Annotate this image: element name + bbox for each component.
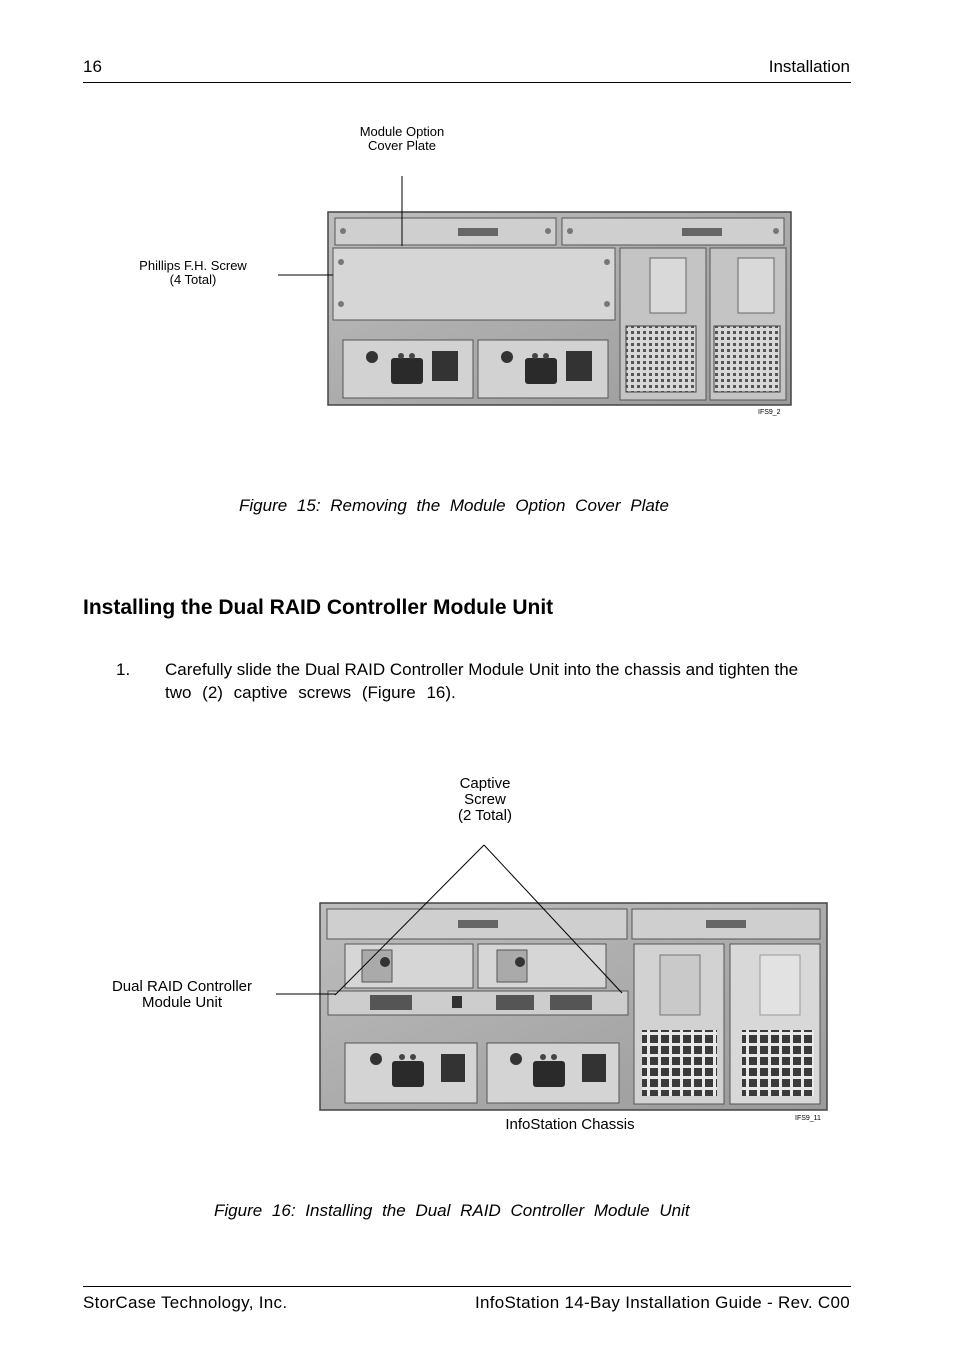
- figure15-callout-cover-plate: Module Option Cover Plate: [342, 125, 462, 153]
- figure16-callout-captive-screw: Captive Screw (2 Total): [430, 776, 540, 824]
- figure16-captive-leader-left: [334, 844, 485, 996]
- figure16-chassis-photo: [319, 902, 828, 1111]
- footer-company: StorCase Technology, Inc.: [83, 1293, 288, 1312]
- step-text: Carefully slide the Dual RAID Controller…: [165, 658, 851, 704]
- section-heading: Installing the Dual RAID Controller Modu…: [83, 596, 554, 619]
- callout-line: Captive: [459, 775, 511, 792]
- step-text-line: two (2) captive screws (Figure 16).: [165, 683, 456, 702]
- step-number: 1.: [116, 660, 131, 679]
- callout-line: Module Option: [359, 124, 445, 139]
- header-section-title: Installation: [768, 57, 850, 76]
- page-number: 16: [83, 57, 102, 76]
- footer-document-title: InfoStation 14-Bay Installation Guide - …: [474, 1293, 850, 1312]
- figure15-callout-screws: Phillips F.H. Screw (4 Total): [118, 259, 268, 287]
- footer-rule: [83, 1286, 851, 1287]
- callout-line: Module Unit: [141, 994, 223, 1011]
- callout-line: Dual RAID Controller: [111, 978, 253, 995]
- header-rule: [83, 82, 851, 83]
- figure16-captive-leader-right: [483, 844, 623, 994]
- figure16-image-tag: IFS9_11: [795, 1115, 821, 1122]
- callout-line: Cover Plate: [368, 138, 436, 153]
- figure16-caption: Figure 16: Installing the Dual RAID Cont…: [214, 1201, 690, 1220]
- step-text-line: Carefully slide the Dual RAID Controller…: [165, 660, 799, 679]
- figure16-callout-chassis: InfoStation Chassis: [505, 1116, 635, 1133]
- callout-line: Phillips F.H. Screw: [139, 258, 247, 273]
- callout-line: Screw: [464, 791, 506, 808]
- callout-line: (4 Total): [169, 272, 217, 287]
- figure15-caption: Figure 15: Removing the Module Option Co…: [239, 496, 669, 515]
- callout-line: (2 Total): [458, 807, 512, 824]
- figure15-chassis-photo: [327, 211, 792, 406]
- figure16-callout-module-unit: Dual RAID Controller Module Unit: [98, 979, 266, 1011]
- figure15-image-tag: IFS9_2: [758, 409, 781, 416]
